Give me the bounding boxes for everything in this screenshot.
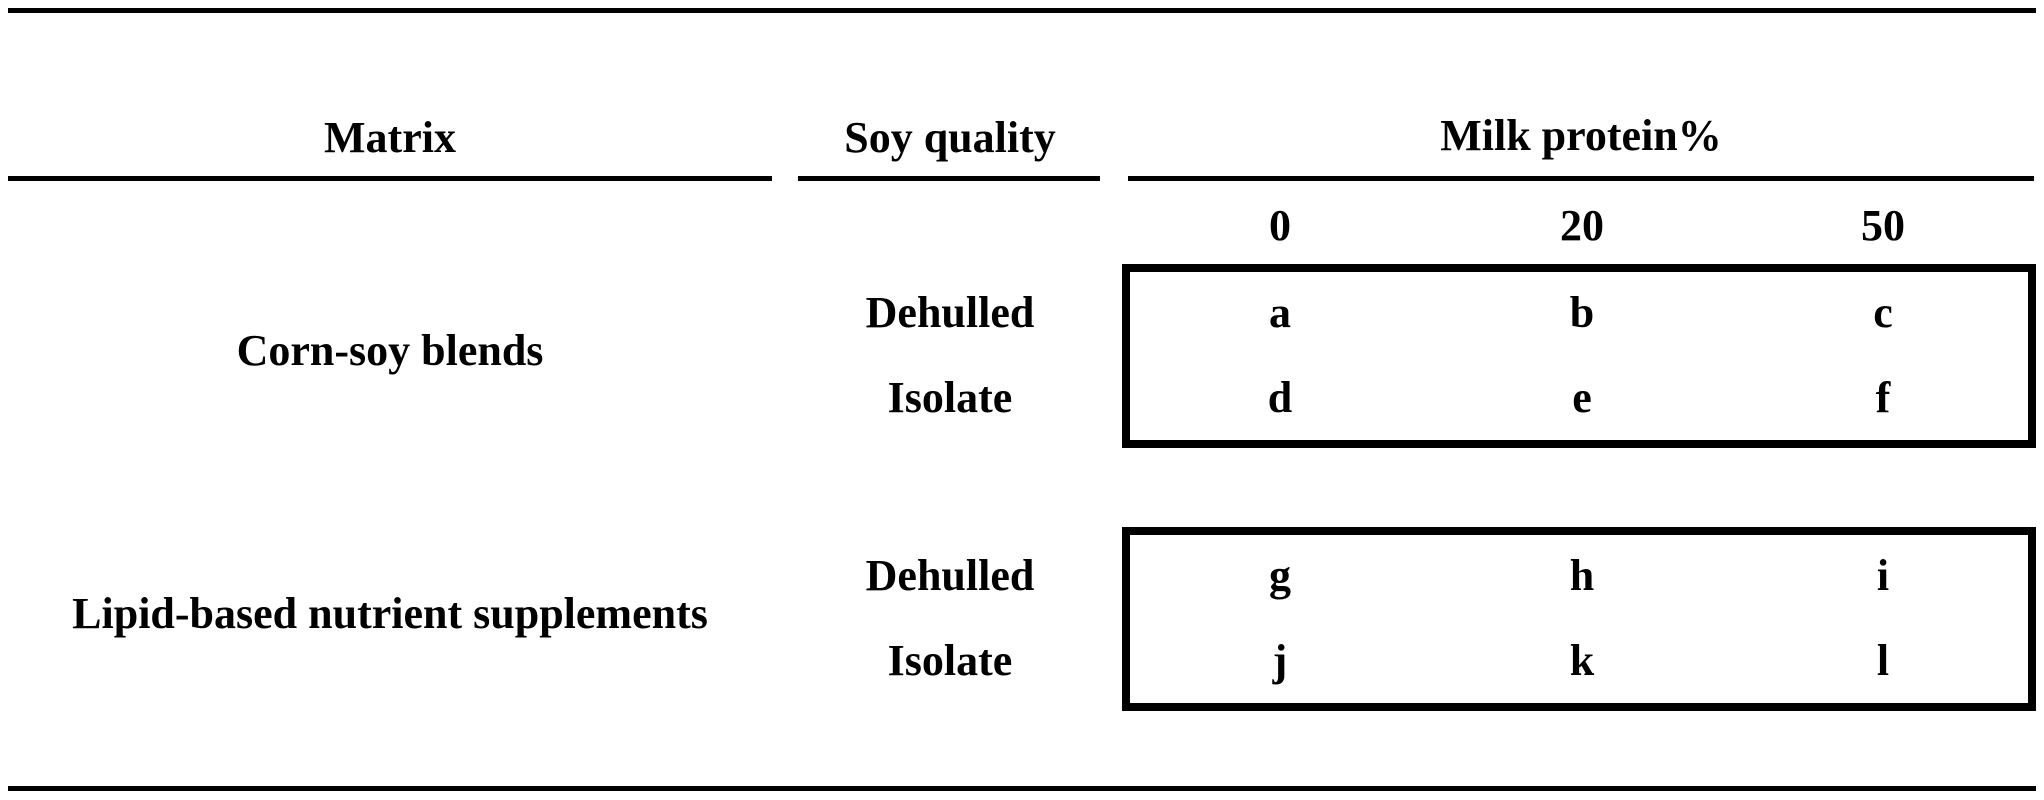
cell-h: h: [1569, 551, 1595, 600]
matrix-corn-soy-blends: Corn-soy blends: [236, 326, 544, 375]
milk-header-rule: [1128, 176, 2034, 181]
milk-protein-header: Milk protein%: [1440, 111, 1722, 160]
bottom-rule: [8, 786, 2036, 791]
soy-quality-dehulled: Dehulled: [865, 551, 1035, 600]
top-rule: [8, 8, 2036, 13]
milk-level-20: 20: [1560, 201, 1604, 250]
milk-level-0: 0: [1269, 201, 1291, 250]
matrix-header: Matrix: [324, 113, 456, 162]
soy-quality-header: Soy quality: [844, 113, 1056, 162]
cell-g: g: [1269, 551, 1291, 600]
cell-e: e: [1572, 373, 1592, 422]
cell-l: l: [1876, 636, 1890, 685]
group-box-lipid-based: [1122, 527, 2036, 711]
matrix-lipid-based-nutrient-supplements: Lipid-based nutrient supplements: [72, 589, 708, 638]
cell-a: a: [1269, 288, 1291, 337]
cell-k: k: [1569, 636, 1595, 685]
cell-b: b: [1569, 288, 1595, 337]
soy-header-rule: [798, 176, 1100, 181]
milk-level-50: 50: [1861, 201, 1905, 250]
matrix-header-rule: [8, 176, 772, 181]
soy-quality-isolate: Isolate: [887, 636, 1013, 685]
soy-quality-isolate: Isolate: [887, 373, 1013, 422]
cell-i: i: [1876, 551, 1890, 600]
group-box-corn-soy: [1122, 264, 2036, 448]
cell-f: f: [1875, 373, 1891, 422]
cell-d: d: [1267, 373, 1293, 422]
cell-j: j: [1272, 636, 1288, 685]
cell-c: c: [1873, 288, 1893, 337]
soy-quality-dehulled: Dehulled: [865, 288, 1035, 337]
